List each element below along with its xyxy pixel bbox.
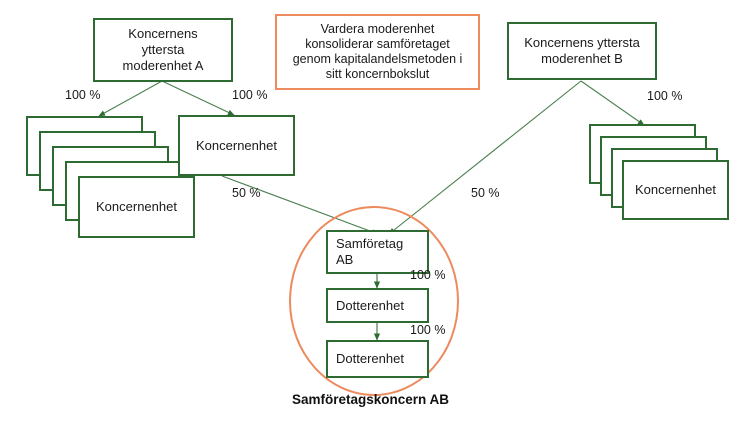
stack-group-units-left: Koncernenhet bbox=[26, 116, 195, 238]
connector-a-to-left-stack bbox=[98, 80, 163, 117]
connector-a-to-center-unit bbox=[161, 80, 235, 116]
node-joint-venture[interactable]: Samföretag AB bbox=[326, 230, 429, 274]
node-group-unit-left[interactable]: Koncernenhet bbox=[78, 176, 195, 238]
stack-group-units-right: Koncernenhet bbox=[589, 124, 729, 220]
connector-b-to-jv bbox=[388, 80, 582, 235]
edge-label-jv-to-sub1: 100 % bbox=[410, 268, 446, 282]
joint-venture-group-ellipse bbox=[289, 206, 459, 396]
edge-label-b-to-right-stack: 100 % bbox=[647, 89, 683, 103]
connector-b-to-right-stack bbox=[580, 80, 645, 126]
edge-label-b-to-jv: 50 % bbox=[471, 186, 500, 200]
edge-label-a-to-left-stack: 100 % bbox=[65, 88, 101, 102]
node-subsidiary-1[interactable]: Dotterenhet bbox=[326, 288, 429, 323]
node-parent-b[interactable]: Koncernens yttersta moderenhet B bbox=[507, 22, 657, 80]
edge-label-a-to-center-unit: 100 % bbox=[232, 88, 268, 102]
node-parent-a[interactable]: Koncernens yttersta moderenhet A bbox=[93, 18, 233, 82]
node-group-unit-right[interactable]: Koncernenhet bbox=[622, 160, 729, 220]
node-group-unit-center[interactable]: Koncernenhet bbox=[178, 115, 295, 176]
node-subsidiary-2[interactable]: Dotterenhet bbox=[326, 340, 429, 378]
note-equity-method: Vardera moderenhet konsoliderar samföret… bbox=[275, 14, 480, 90]
caption-joint-venture-group: Samföretagskoncern AB bbox=[292, 392, 450, 407]
edge-label-center-unit-to-jv: 50 % bbox=[232, 186, 261, 200]
edge-label-sub1-to-sub2: 100 % bbox=[410, 323, 446, 337]
